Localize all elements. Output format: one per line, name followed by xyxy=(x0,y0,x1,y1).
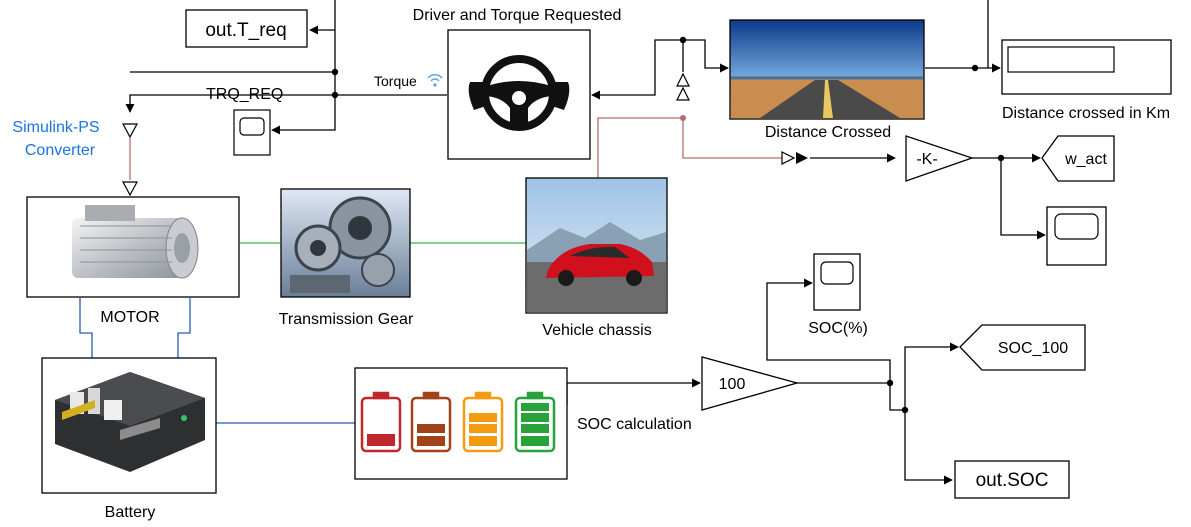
ps-output-arrow xyxy=(796,152,808,164)
soc-calculation-block[interactable] xyxy=(354,367,568,480)
wireless-signal-icon xyxy=(427,74,443,87)
sps-converter-label-1: Simulink-PS xyxy=(12,119,99,136)
steering-wheel-icon xyxy=(468,55,570,131)
out-t-req-block[interactable]: out.T_req xyxy=(185,9,308,48)
gain-k-block[interactable]: -K- xyxy=(905,135,975,182)
electric-motor-image xyxy=(72,205,199,279)
battery-pack-image xyxy=(55,372,205,472)
distance-display-block[interactable] xyxy=(1001,39,1172,95)
torque-signal-label: Torque xyxy=(374,73,417,89)
distance-crossed-label: Distance Crossed xyxy=(765,124,891,141)
distance-display-label: Distance crossed in Km xyxy=(1002,105,1170,122)
driver-torque-block[interactable] xyxy=(447,29,591,160)
transmission-gear-label: Transmission Gear xyxy=(279,311,414,328)
out-soc-block[interactable]: out.SOC xyxy=(954,460,1070,499)
sps-converter-label-2: Converter xyxy=(25,142,96,159)
out-t-req-label: out.T_req xyxy=(205,20,286,41)
scope-icon xyxy=(1054,213,1099,240)
battery-level-icons xyxy=(360,391,556,453)
w-act-label: w_act xyxy=(1064,151,1107,168)
scope-icon xyxy=(239,117,265,136)
vehicle-chassis-block[interactable] xyxy=(525,177,668,314)
battery-label: Battery xyxy=(105,504,156,521)
wire-junctions xyxy=(331,36,1005,414)
w-act-goto[interactable]: w_act xyxy=(1041,135,1115,182)
road-image xyxy=(731,76,923,118)
soc-100-goto[interactable]: SOC_100 xyxy=(959,324,1086,371)
red-car-image xyxy=(527,222,666,312)
w-act-scope[interactable] xyxy=(1046,206,1107,266)
gain-100-block[interactable]: 100 xyxy=(701,356,800,411)
soc-scope-label: SOC(%) xyxy=(808,320,868,337)
motor-label: MOTOR xyxy=(100,309,159,326)
trq-req-label: TRQ_REQ xyxy=(206,86,283,103)
distance-crossed-block[interactable] xyxy=(729,19,925,120)
soc-calculation-label: SOC calculation xyxy=(577,416,692,433)
soc-scope[interactable] xyxy=(813,253,861,311)
transmission-gear-block[interactable] xyxy=(280,188,411,298)
trq-req-scope[interactable] xyxy=(233,109,271,156)
ps-port-markers xyxy=(121,72,796,197)
physical-wires-blue xyxy=(79,298,355,424)
gain-100-label: 100 xyxy=(719,376,746,393)
out-soc-label: out.SOC xyxy=(976,470,1049,491)
scope-icon xyxy=(820,261,854,285)
gain-k-label: -K- xyxy=(916,151,937,168)
gearbox-image xyxy=(290,196,395,293)
motor-block[interactable] xyxy=(26,196,240,298)
ps-junction xyxy=(680,115,686,121)
battery-block[interactable] xyxy=(41,357,217,494)
driver-title: Driver and Torque Requested xyxy=(413,7,622,24)
soc-100-label: SOC_100 xyxy=(998,340,1068,357)
vehicle-chassis-label: Vehicle chassis xyxy=(542,322,651,339)
